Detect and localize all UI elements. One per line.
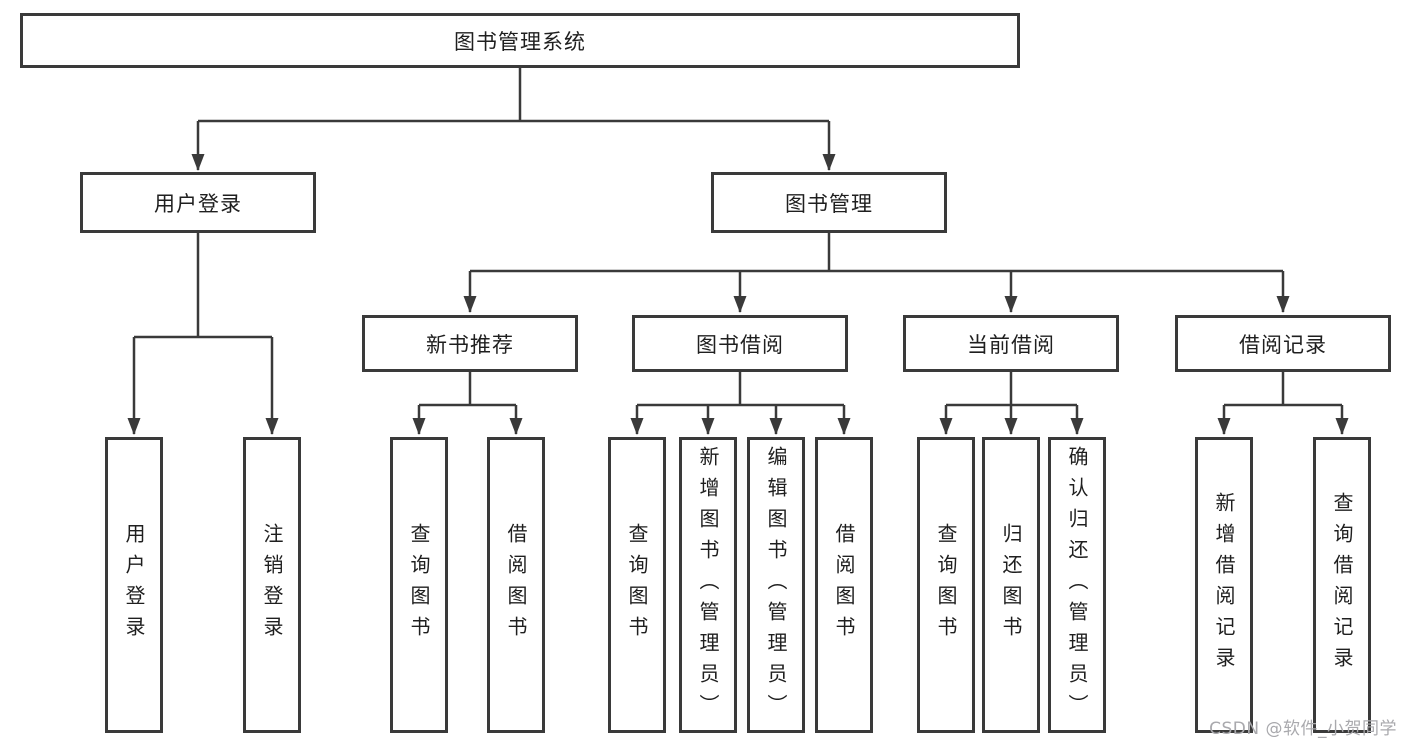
node-new-book-recommend-label: 新书推荐: [426, 332, 514, 357]
node-recommend-borrow-books: 借阅图书: [487, 437, 545, 733]
node-recommend-borrow-books-label: 借阅图书: [504, 523, 528, 647]
node-records-add-record: 新增借阅记录: [1195, 437, 1253, 733]
node-login-user-login: 用户登录: [105, 437, 163, 733]
node-borrow-query-books: 查询图书: [608, 437, 666, 733]
node-current-return-books: 归还图书: [982, 437, 1040, 733]
node-current-confirm-return-admin: 确认归还（管理员）: [1048, 437, 1106, 733]
csdn-watermark: CSDN @软件_小贺同学: [1209, 719, 1397, 739]
node-current-query-books: 查询图书: [917, 437, 975, 733]
node-new-book-recommend: 新书推荐: [362, 315, 578, 372]
node-borrow-borrow-books: 借阅图书: [815, 437, 873, 733]
node-borrow-edit-books-admin: 编辑图书（管理员）: [747, 437, 805, 733]
node-recommend-query-books: 查询图书: [390, 437, 448, 733]
node-library-system-label: 图书管理系统: [454, 29, 586, 54]
node-records-add-record-label: 新增借阅记录: [1212, 492, 1236, 678]
node-library-system: 图书管理系统: [20, 13, 1020, 68]
node-borrow-borrow-books-label: 借阅图书: [832, 523, 856, 647]
node-records-query-record: 查询借阅记录: [1313, 437, 1371, 733]
node-borrow-add-books-admin: 新增图书（管理员）: [679, 437, 737, 733]
node-current-confirm-return-admin-label: 确认归还（管理员）: [1065, 445, 1089, 725]
node-borrow-records-label: 借阅记录: [1239, 332, 1327, 357]
node-login-logout-label: 注销登录: [260, 523, 284, 647]
node-book-management: 图书管理: [711, 172, 947, 233]
node-book-borrow: 图书借阅: [632, 315, 848, 372]
node-user-login: 用户登录: [80, 172, 316, 233]
node-records-query-record-label: 查询借阅记录: [1330, 492, 1354, 678]
node-user-login-label: 用户登录: [154, 191, 242, 216]
node-borrow-records: 借阅记录: [1175, 315, 1391, 372]
node-login-logout: 注销登录: [243, 437, 301, 733]
node-current-return-books-label: 归还图书: [999, 523, 1023, 647]
node-login-user-login-label: 用户登录: [122, 523, 146, 647]
node-book-borrow-label: 图书借阅: [696, 332, 784, 357]
node-recommend-query-books-label: 查询图书: [407, 523, 431, 647]
node-current-borrow-label: 当前借阅: [967, 332, 1055, 357]
node-current-query-books-label: 查询图书: [934, 523, 958, 647]
node-book-management-label: 图书管理: [785, 191, 873, 216]
node-borrow-add-books-admin-label: 新增图书（管理员）: [696, 445, 720, 725]
node-borrow-query-books-label: 查询图书: [625, 523, 649, 647]
node-current-borrow: 当前借阅: [903, 315, 1119, 372]
node-borrow-edit-books-admin-label: 编辑图书（管理员）: [764, 445, 788, 725]
